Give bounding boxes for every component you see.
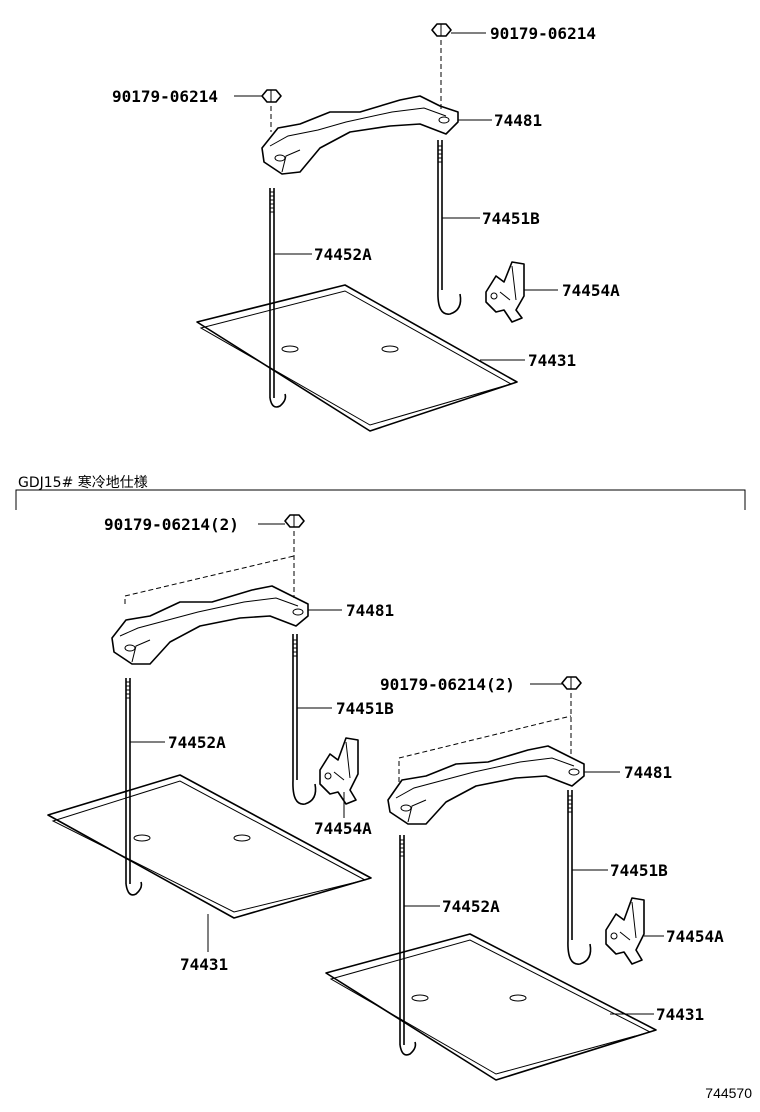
battery-tray-left [47, 774, 372, 919]
label-bolt-right-top: 90179-06214 [490, 24, 596, 43]
label-tray-top: 74431 [528, 351, 576, 370]
hook-bracket-left [319, 737, 359, 805]
top-assembly: 90179-06214 90179-06214 74481 74451B 744… [112, 23, 620, 432]
battery-clamp [261, 95, 459, 175]
hold-down-rod-a-right [399, 835, 417, 1056]
hold-down-rod-a-left [125, 678, 143, 896]
label-clamp-right: 74481 [624, 763, 672, 782]
label-rod-b-left: 74451B [336, 699, 394, 718]
label-rod-b-right: 74451B [610, 861, 668, 880]
label-hook-top: 74454A [562, 281, 620, 300]
label-tray-left: 74431 [180, 955, 228, 974]
label-rod-a-right: 74452A [442, 897, 500, 916]
leader-lines-left [130, 523, 345, 952]
label-bolt-left: 90179-06214(2) [104, 515, 239, 534]
flange-bolt-right [431, 23, 452, 112]
label-clamp-left: 74481 [346, 601, 394, 620]
hook-bracket [485, 261, 525, 323]
label-rod-b-top: 74451B [482, 209, 540, 228]
label-rod-a-top: 74452A [314, 245, 372, 264]
figure-number: 744570 [705, 1085, 752, 1101]
left-assembly: 90179-06214(2) 74481 74451B 74452A 74454… [47, 514, 394, 974]
hook-bracket-right [605, 897, 645, 965]
flange-bolt-left-pair [124, 514, 305, 604]
label-bolt-left-top: 90179-06214 [112, 87, 218, 106]
label-hook-left: 74454A [314, 819, 372, 838]
battery-clamp-right [387, 745, 585, 825]
label-bolt-right: 90179-06214(2) [380, 675, 515, 694]
section-label: GDJ15# 寒冷地仕様 [18, 474, 148, 491]
right-assembly: 90179-06214(2) 74481 74451B 74452A 74454… [325, 675, 724, 1081]
hold-down-rod-b-left [292, 634, 317, 805]
flange-bolt-right-pair [398, 676, 582, 782]
leader-lines-top [234, 32, 558, 361]
label-rod-a-left: 74452A [168, 733, 226, 752]
hold-down-rod-b [437, 140, 462, 315]
hold-down-rod-a [269, 188, 287, 408]
battery-tray [196, 284, 518, 432]
label-hook-right: 74454A [666, 927, 724, 946]
section-bracket [15, 489, 746, 510]
battery-tray-right [325, 933, 657, 1081]
leader-lines-right [404, 683, 664, 1015]
flange-bolt-left [261, 89, 282, 132]
battery-clamp-left [111, 585, 309, 665]
label-clamp-top: 74481 [494, 111, 542, 130]
hold-down-rod-b-right [567, 790, 592, 965]
label-tray-right: 74431 [656, 1005, 704, 1024]
